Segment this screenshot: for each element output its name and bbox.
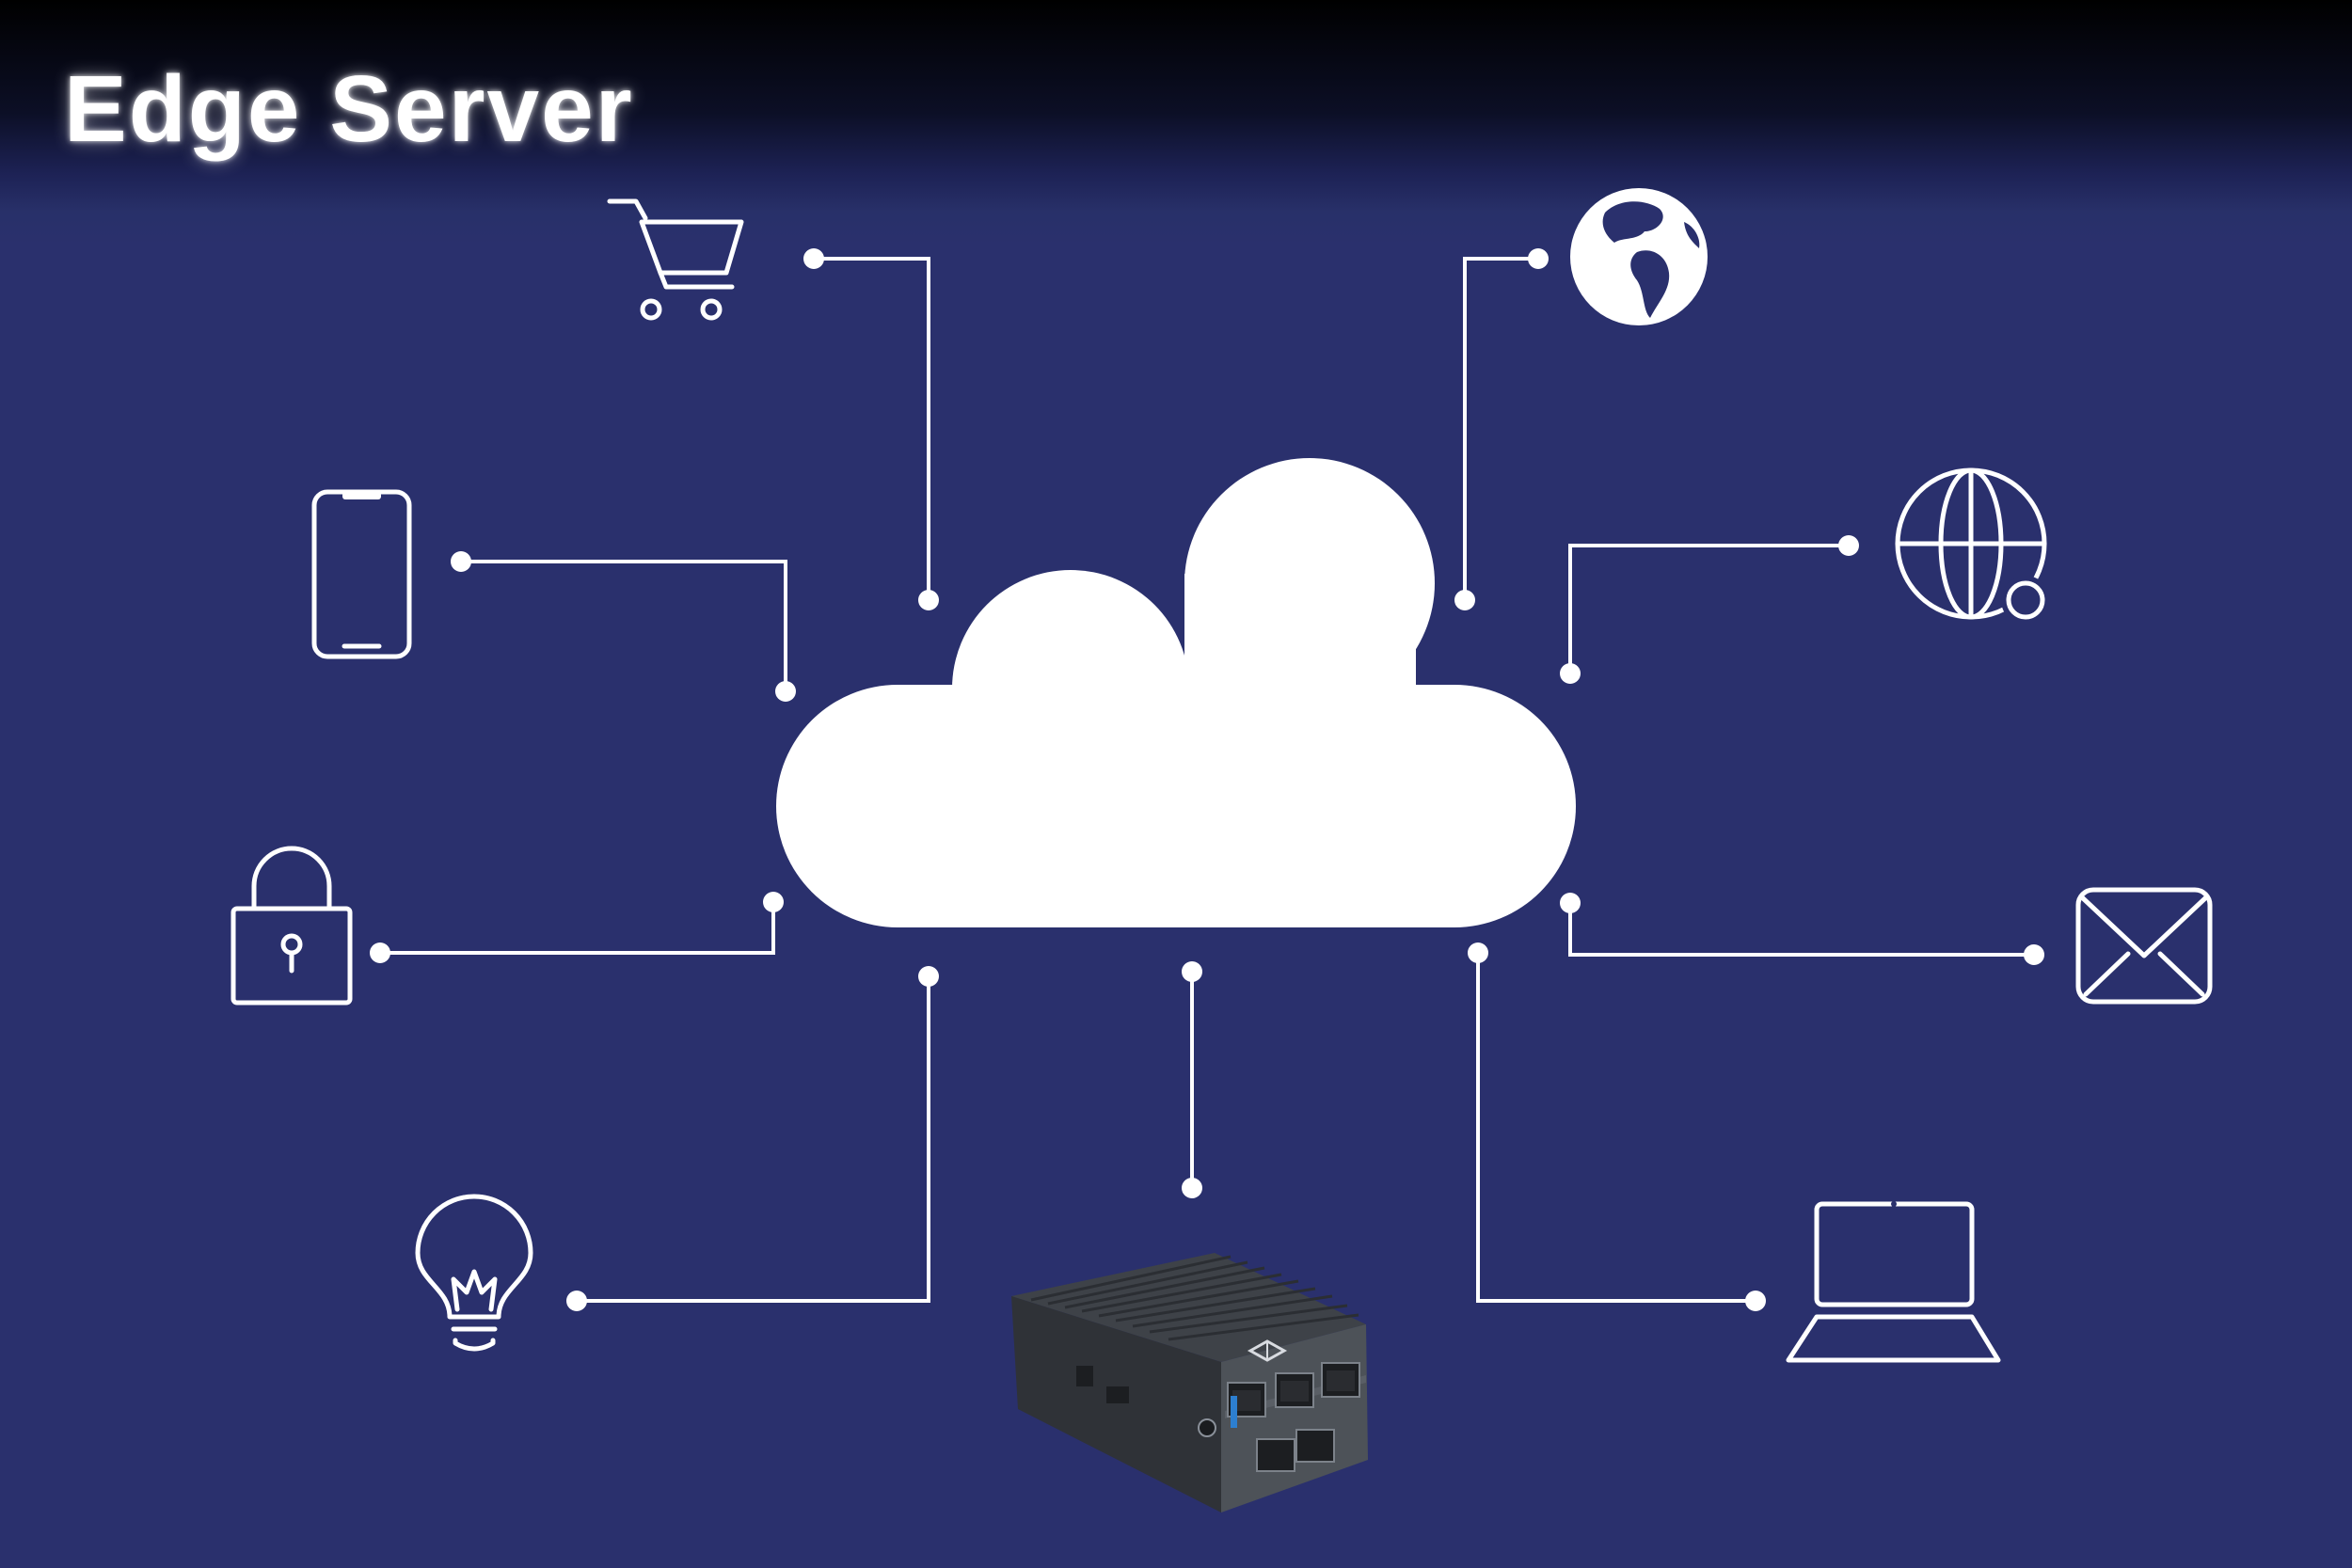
link-laptop	[1476, 953, 1756, 1303]
connector-dot	[1468, 942, 1488, 963]
connector-dot	[803, 248, 824, 269]
lightbulb-icon	[415, 1194, 533, 1352]
connector-dot	[1838, 535, 1859, 556]
connector-dot	[918, 590, 939, 610]
globe-earth-icon	[1570, 188, 1708, 325]
connector-dot	[1454, 590, 1475, 610]
link-cart	[814, 257, 930, 600]
link-earth	[1463, 257, 1538, 600]
mini-pc-edge-server	[1011, 1253, 1368, 1513]
link-www	[1568, 544, 1849, 673]
connector-dot	[451, 551, 471, 572]
connector-dot	[566, 1291, 587, 1311]
link-phone	[461, 560, 787, 691]
connector-dot	[1745, 1291, 1766, 1311]
cloud-icon	[776, 458, 1576, 927]
connector-dot	[918, 966, 939, 987]
connector-dot	[1560, 663, 1581, 684]
connector-dot	[1560, 893, 1581, 913]
connector-dots	[370, 248, 2044, 1311]
laptop-icon	[1786, 1201, 2001, 1363]
padlock-icon	[230, 846, 353, 1006]
shopping-cart-icon	[607, 198, 744, 321]
link-bulb	[577, 976, 930, 1303]
connector-dot	[775, 681, 796, 702]
link-mail	[1568, 903, 2034, 957]
www-globe-icon	[1895, 467, 2050, 625]
smartphone-icon	[311, 489, 412, 659]
connector-dot	[370, 942, 390, 963]
connector-dot	[2024, 944, 2044, 965]
link-lock	[380, 902, 775, 955]
connector-dot	[1182, 961, 1202, 982]
page-title: Edge Server	[64, 56, 634, 162]
envelope-icon	[2075, 887, 2213, 1005]
connection-lines	[380, 257, 2034, 1303]
connector-dot	[763, 892, 784, 912]
connector-dot	[1182, 1178, 1202, 1198]
connector-dot	[1528, 248, 1549, 269]
